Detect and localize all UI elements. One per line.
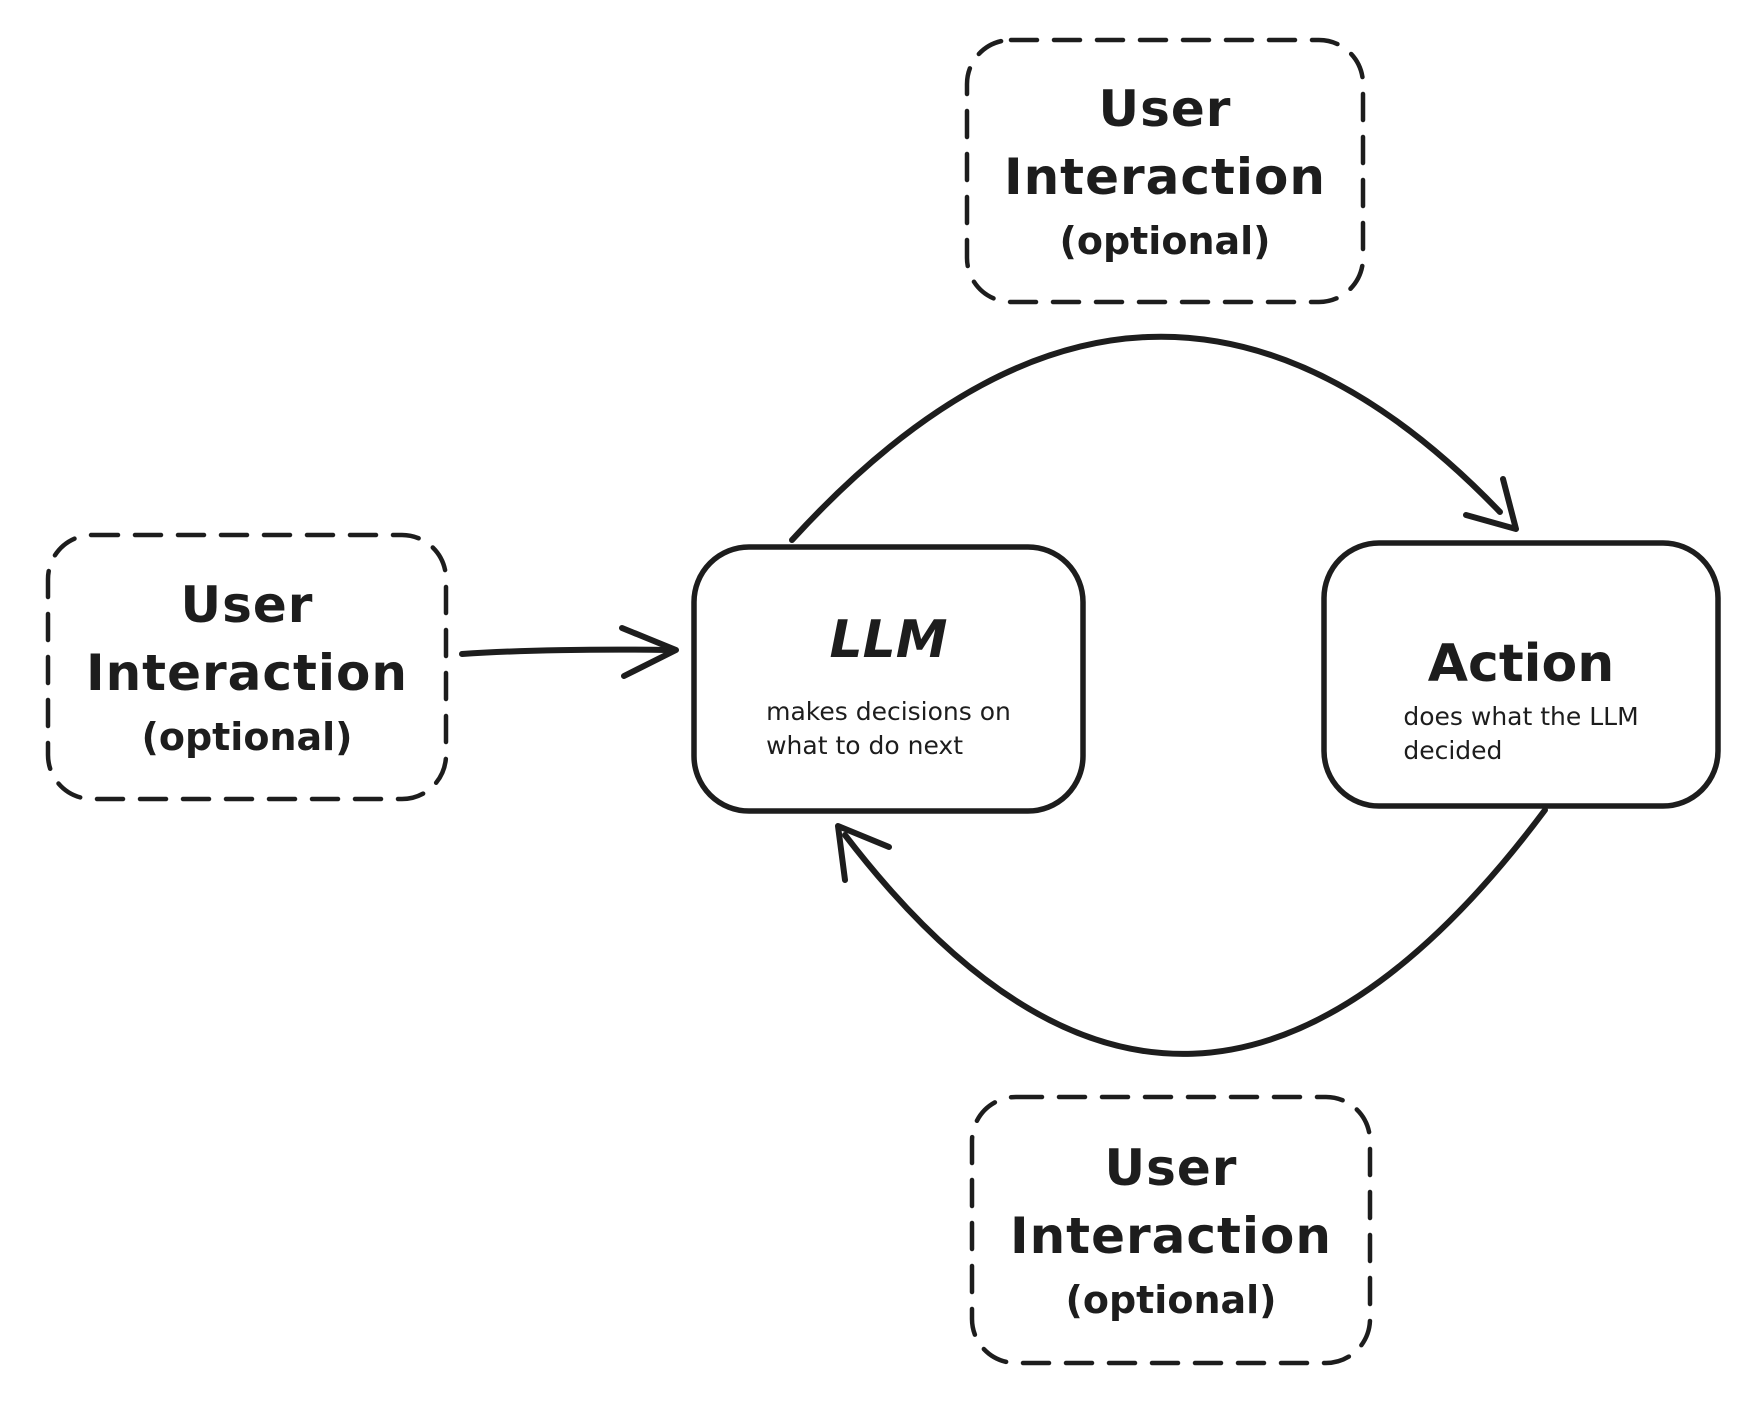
action-box-outline [1321,540,1721,809]
llm-box-outline [691,544,1086,814]
user-to-llm-arrow-shaft [459,646,671,657]
action-to-llm-arrow [835,807,1548,1057]
user-interaction-left-box-outline [45,532,449,802]
action-to-llm-arrowhead-icon [835,823,892,883]
llm-to-action-arrow-shaft [789,333,1503,543]
user-to-llm-arrowhead-icon [619,625,679,679]
user-interaction-top-box-outline [964,37,1366,305]
user-to-llm-arrow [459,625,679,679]
llm-to-action-arrowhead-icon [1463,476,1519,532]
action-to-llm-arrow-shaft [842,807,1548,1057]
user-interaction-bottom-box-outline [969,1094,1373,1366]
llm-to-action-arrow [789,333,1519,543]
